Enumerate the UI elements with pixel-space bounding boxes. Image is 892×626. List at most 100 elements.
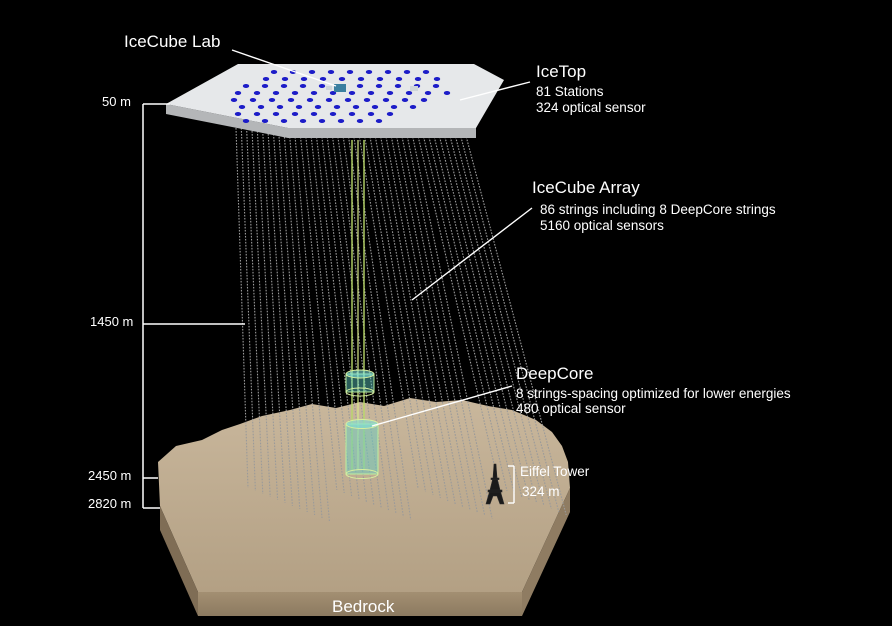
icetop-plate (166, 64, 504, 138)
detector-string (330, 127, 382, 509)
icetop-station-dot (443, 91, 451, 95)
icetop-station-dot (295, 105, 303, 109)
detector-string (373, 127, 441, 499)
deepcore-spacing-text: 8 strings-spacing optimized for lower en… (516, 386, 791, 401)
icetop-station-dot (386, 91, 394, 95)
icetop-station-dot (386, 112, 394, 116)
icetop-station-dot (390, 105, 398, 109)
depth-label-2820m: 2820 m (88, 496, 132, 511)
icetop-station-dot (270, 70, 278, 74)
icetop-station-dot (382, 98, 390, 102)
icetop-station-dot (346, 70, 354, 74)
eiffel-tower-label: Eiffel Tower (520, 464, 590, 479)
detector-string (325, 127, 375, 506)
callout-lines (231, 49, 533, 427)
detector-string (452, 127, 552, 510)
icetop-station-dot (433, 77, 441, 81)
icetop-station-dot (253, 112, 261, 116)
icetop-station-dot (357, 77, 365, 81)
detector-string (383, 127, 456, 505)
detector-string (261, 127, 286, 504)
detector-string (362, 127, 427, 493)
icetop-station-dot (310, 91, 318, 95)
icetop-title: IceTop (536, 62, 587, 81)
detector-string (436, 127, 530, 501)
detector-string (458, 127, 560, 513)
icetop-station-dot (405, 91, 413, 95)
icetop-station-dot (234, 91, 242, 95)
eiffel-height-bracket (508, 465, 515, 504)
icetop-station-dot (314, 105, 322, 109)
icetop-station-dot (344, 98, 352, 102)
icetop-stations (230, 70, 451, 123)
array-sensors-text: 5160 optical sensors (540, 218, 664, 233)
depth-label-50m: 50 m (102, 94, 131, 109)
icetop-station-dot (281, 77, 289, 81)
bedrock-label: Bedrock (332, 597, 395, 616)
icetop-station-dot (422, 70, 430, 74)
icetop-station-dot (333, 105, 341, 109)
icetop-station-dot (280, 84, 288, 88)
icetop-station-dot (276, 105, 284, 109)
icetop-station-dot (371, 105, 379, 109)
icetop-station-dot (318, 84, 326, 88)
detector-string (288, 127, 323, 519)
icetop-station-dot (319, 77, 327, 81)
detector-string (463, 127, 567, 516)
detector-string (357, 127, 419, 490)
deepcore-title: DeepCore (516, 364, 594, 383)
array-pointer (411, 207, 533, 301)
icetop-station-dot (375, 119, 383, 123)
bedrock-left-face (160, 506, 198, 616)
icetop-station-dot (348, 91, 356, 95)
depth-label-1450m: 1450 m (90, 314, 134, 329)
deepcore-lower-cylinder (345, 419, 379, 479)
eiffel-tower-icon (485, 463, 505, 505)
icetop-station-dot (409, 105, 417, 109)
detector-string (299, 127, 338, 491)
icetop-station-dot (363, 98, 371, 102)
icetop-station-dot (414, 77, 422, 81)
icetop-station-dot (338, 77, 346, 81)
icetop-station-dot (337, 119, 345, 123)
icecube-lab-building (326, 84, 418, 92)
bedrock-right-face (522, 488, 570, 616)
icetop-station-dot (268, 98, 276, 102)
detector-string (235, 127, 249, 489)
icetop-station-dot (234, 112, 242, 116)
icetop-station-dot (272, 112, 280, 116)
eiffel-height-label: 324 m (522, 484, 560, 499)
icetop-station-dot (280, 119, 288, 123)
icetop-station-dot (356, 84, 364, 88)
icetop-station-dot (424, 91, 432, 95)
icetop-station-dot (329, 112, 337, 116)
icetop-station-dot (300, 77, 308, 81)
detector-string (272, 127, 301, 510)
icetop-station-dot (287, 98, 295, 102)
icetop-station-dot (395, 77, 403, 81)
detector-string (399, 127, 478, 514)
icetop-station-dot (401, 98, 409, 102)
icetop-station-dot (384, 70, 392, 74)
depth-scale (142, 103, 245, 509)
icetop-station-dot (375, 84, 383, 88)
detector-string (314, 127, 360, 500)
icetop-station-dot (308, 70, 316, 74)
icetop-station-dot (261, 119, 269, 123)
detector-string (447, 127, 545, 507)
icetop-station-dot (249, 98, 257, 102)
deepcore-sensors-text: 480 optical sensor (516, 401, 626, 416)
deepcore-pointer (371, 385, 513, 427)
detector-string (420, 127, 508, 492)
icetop-station-dot (432, 84, 440, 88)
detector-string (246, 127, 264, 495)
icetop-station-dot (376, 77, 384, 81)
detector-string (341, 127, 397, 515)
detector-string (267, 127, 293, 507)
icetop-station-dot (230, 98, 238, 102)
icetop-station-dot (310, 112, 318, 116)
detector-string (442, 127, 538, 504)
icetop-station-dot (394, 84, 402, 88)
detector-string (240, 127, 256, 492)
